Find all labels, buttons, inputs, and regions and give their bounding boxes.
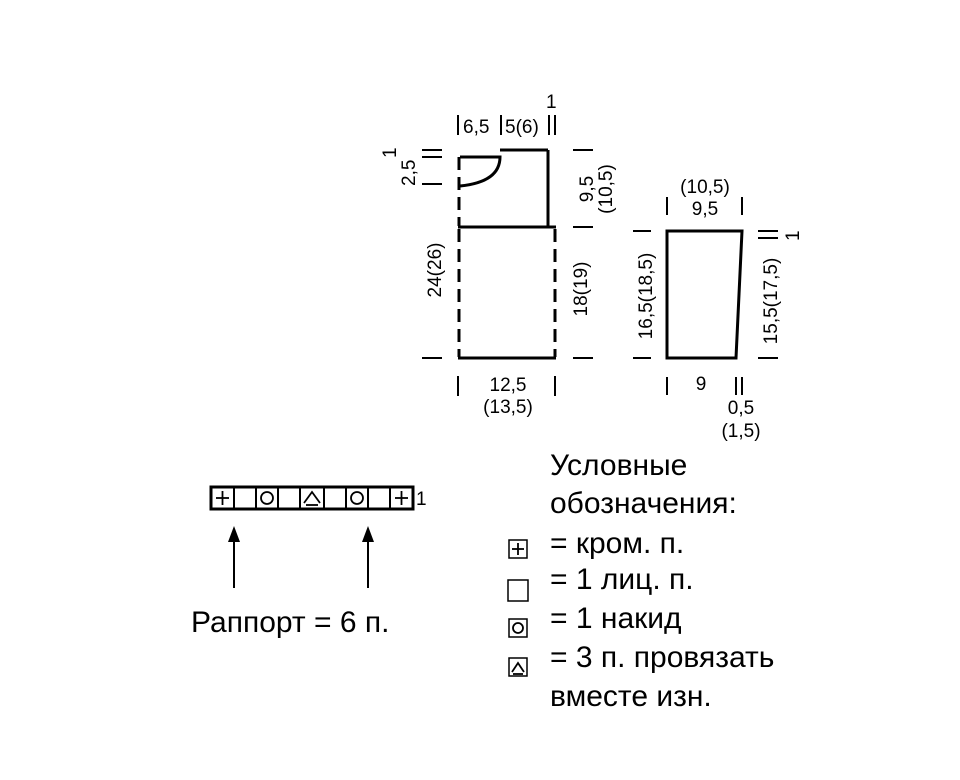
body-armhole-height: 9,5: [577, 176, 598, 202]
body-left-height: 24(26): [425, 243, 446, 298]
legend-item-text: = 1 накид: [550, 602, 682, 635]
circle-box-icon: [508, 618, 528, 638]
body-side-height: 18(19): [571, 262, 592, 317]
rapport-label: Раппорт = 6 п.: [191, 606, 389, 639]
chart-row-number: 1: [416, 489, 427, 510]
circle-icon: [260, 491, 274, 505]
sleeve-top-width-alt: (10,5): [680, 177, 730, 198]
sleeve-bottom-width: 9: [696, 374, 707, 395]
triangle-box-icon: [508, 657, 528, 677]
body-bottom-width-alt: (13,5): [483, 397, 533, 418]
body-bottom-width: 12,5: [490, 375, 527, 396]
body-piece-schematic: 6,5 5(6) 1 1 2,5 24(26) 9,5 (10,5) 18(19…: [380, 92, 617, 418]
sleeve-bottom-gap-alt: (1,5): [721, 421, 760, 442]
stitch-chart: 1 Раппорт = 6 п.: [191, 485, 427, 639]
legend-item-text: = кром. п.: [550, 527, 684, 560]
legend-item-text: = 1 лиц. п.: [550, 563, 694, 596]
legend-title-line2: обозначения:: [550, 487, 737, 520]
circle-icon: [350, 491, 364, 505]
sleeve-outline: [665, 229, 744, 360]
plus-box-icon: [508, 539, 528, 559]
empty-box-icon: [507, 579, 529, 602]
sleeve-left-height: 16,5(18,5): [636, 253, 657, 340]
sleeve-top-width: 9,5: [692, 199, 718, 220]
body-top-left-width: 6,5: [463, 117, 489, 138]
body-armhole-height-alt: (10,5): [596, 164, 617, 214]
body-neck-depth: 2,5: [399, 160, 420, 186]
legend: Условные обозначения: = кром. п. = 1 лиц…: [507, 449, 774, 713]
arrow-up-icon: [362, 526, 374, 542]
sleeve-piece-schematic: (10,5) 9,5 16,5(18,5) 1 15,5(17,5) 9 0,5…: [633, 177, 804, 442]
plus-icon: [395, 491, 408, 505]
body-neck-curve: [459, 155, 502, 188]
body-left-gap: 1: [380, 147, 401, 158]
triangle-icon: [303, 490, 321, 504]
plus-icon: [216, 491, 229, 505]
sleeve-right-height: 15,5(17,5): [761, 258, 782, 345]
arrow-up-icon: [228, 526, 240, 542]
legend-last-line: вместе изн.: [550, 680, 712, 713]
body-top-right-width: 5(6): [505, 117, 539, 138]
legend-title-line1: Условные: [550, 449, 687, 482]
sleeve-bottom-gap: 0,5: [728, 398, 754, 419]
chart-frame: [209, 485, 415, 511]
body-top-right-gap: 1: [546, 92, 557, 113]
sleeve-top-right-gap: 1: [783, 230, 804, 241]
legend-item-text: = 3 п. провязать: [550, 641, 774, 674]
